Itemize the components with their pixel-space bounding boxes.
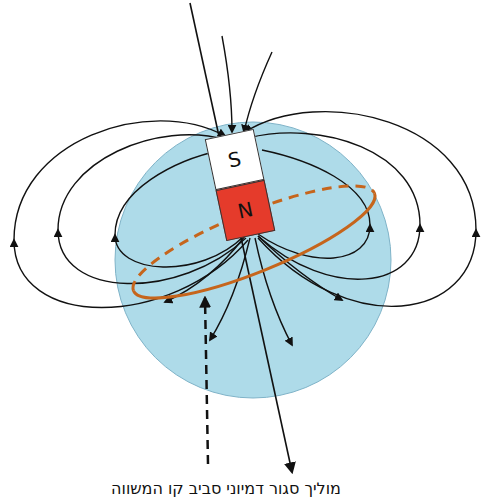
- earth-globe: [115, 122, 391, 398]
- field-line: [245, 112, 476, 230]
- field-line: [58, 230, 246, 284]
- field-line: [14, 121, 225, 240]
- field-line: [165, 236, 245, 302]
- field-line: [58, 135, 226, 230]
- field-line: [258, 230, 476, 306]
- pole-letter: S: [226, 148, 243, 170]
- callout-label: מוליך סגור דמיוני סביב קו המשווה: [108, 479, 344, 498]
- field-line: [248, 133, 420, 225]
- field-line: [115, 235, 244, 267]
- leader-arrow: [205, 298, 208, 464]
- magnet-north-pole: N: [216, 180, 276, 241]
- rotation-axis: [190, 3, 292, 472]
- equator-ring: [122, 165, 386, 318]
- pole-letter: N: [236, 199, 255, 222]
- field-line: [262, 150, 370, 225]
- field-line: [244, 52, 272, 132]
- field-line: [115, 150, 222, 235]
- equator-back: [122, 165, 374, 290]
- field-line: [222, 36, 232, 132]
- field-lines: [14, 36, 476, 345]
- field-line: [14, 240, 248, 308]
